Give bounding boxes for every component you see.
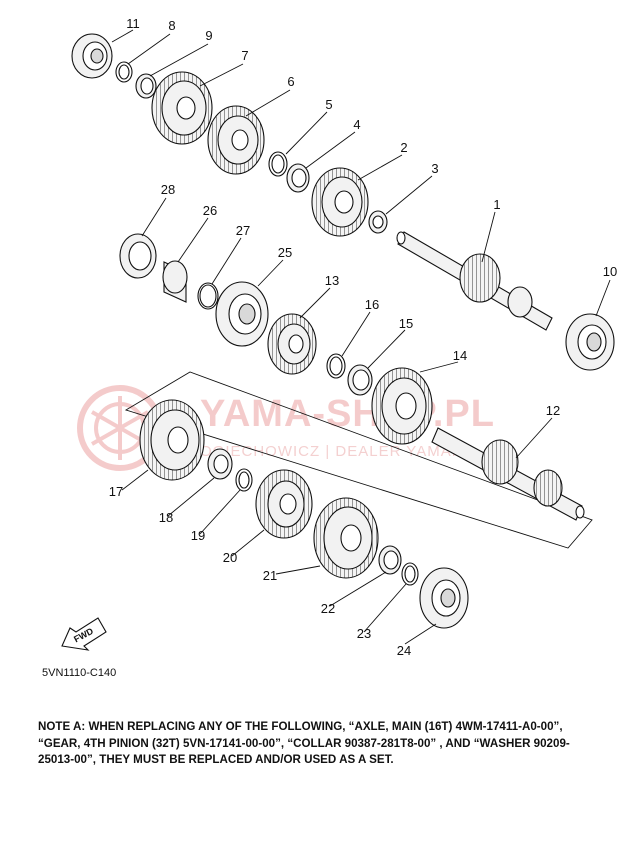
callout-20: 20: [223, 550, 237, 565]
callout-13: 13: [325, 273, 339, 288]
part-24-bearing: [419, 567, 469, 629]
diagram-code: 5VN1110-C140: [42, 667, 116, 679]
callout-21: 21: [263, 568, 277, 583]
callout-1: 1: [493, 197, 500, 212]
callout-18: 18: [159, 510, 173, 525]
callout-16: 16: [365, 297, 379, 312]
callout-5: 5: [325, 97, 332, 112]
part-1-main-axle: [396, 231, 553, 331]
callout-14: 14: [453, 348, 467, 363]
part-5-circlip: [268, 151, 288, 177]
part-2-gear: [311, 167, 369, 237]
part-7-gear: [151, 71, 213, 145]
part-14-gear: [371, 367, 433, 445]
part-8-circlip: [115, 61, 133, 83]
callout-17: 17: [109, 484, 123, 499]
watermark-title: YAMA-SHOP.PL: [200, 393, 495, 435]
part-21-gear: [313, 497, 379, 579]
callout-22: 22: [321, 601, 335, 616]
callout-15: 15: [399, 316, 413, 331]
callout-12: 12: [546, 403, 560, 418]
note-a-set-outline: [124, 371, 593, 549]
part-12-drive-axle: [431, 427, 585, 521]
part-16-circlip: [326, 353, 346, 379]
part-15-washer: [347, 364, 373, 396]
part-22-washer: [378, 545, 402, 575]
part-4-washer: [286, 163, 310, 193]
callout-4: 4: [353, 117, 360, 132]
watermark-subtitle: OGIECHOWICZ | DEALER YAMAHA: [200, 443, 475, 460]
callout-3: 3: [431, 161, 438, 176]
part-23-circlip: [401, 562, 419, 586]
callout-9: 9: [205, 28, 212, 43]
callout-6: 6: [287, 74, 294, 89]
callout-8: 8: [168, 18, 175, 33]
callout-24: 24: [397, 643, 411, 658]
callout-28: 28: [161, 182, 175, 197]
part-18-washer: [207, 448, 233, 480]
part-6-gear: [207, 105, 265, 175]
callout-23: 23: [357, 626, 371, 641]
callout-10: 10: [603, 264, 617, 279]
part-11-bearing: [71, 33, 113, 79]
callout-2: 2: [400, 140, 407, 155]
part-13-gear: [267, 313, 317, 375]
callout-27: 27: [236, 223, 250, 238]
part-19-circlip: [235, 468, 253, 492]
part-20-gear: [255, 469, 313, 539]
callout-11: 11: [126, 16, 140, 31]
forward-arrow-icon: FWD: [61, 617, 107, 651]
callout-19: 19: [191, 528, 205, 543]
leader-lines: [111, 29, 611, 645]
part-25-bearing: [215, 281, 269, 347]
part-28-oil-seal: [119, 233, 157, 279]
callout-26: 26: [203, 203, 217, 218]
part-3-collar: [368, 210, 388, 234]
part-9-washer: [135, 73, 157, 99]
part-27-o-ring: [197, 282, 219, 310]
note-a-text: NOTE A: WHEN REPLACING ANY OF THE FOLLOW…: [38, 720, 570, 766]
exploded-parts-diagram: YAMA-SHOP.PL OGIECHOWICZ | DEALER YAMAHA: [42, 16, 617, 679]
callout-25: 25: [278, 245, 292, 260]
callout-7: 7: [241, 48, 248, 63]
part-17-gear: [139, 399, 205, 481]
part-10-bearing: [565, 313, 615, 371]
watermark: YAMA-SHOP.PL OGIECHOWICZ | DEALER YAMAHA: [77, 385, 495, 471]
part-26-collar: [162, 260, 188, 303]
